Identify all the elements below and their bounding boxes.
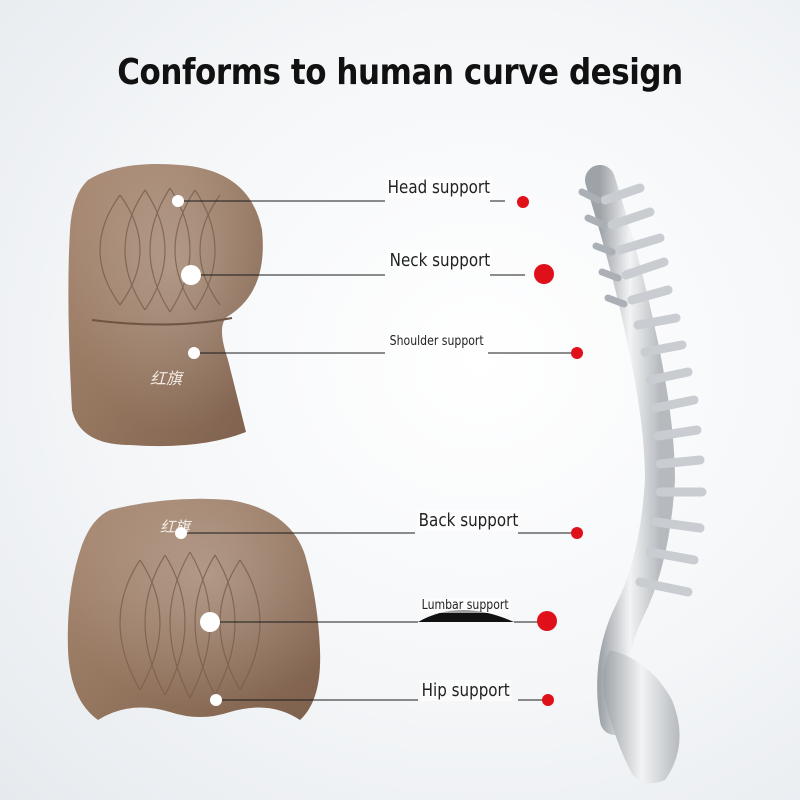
neck-support-label: Neck support	[388, 250, 492, 271]
shoulder-marker	[188, 347, 200, 359]
lumbar-red-dot	[537, 611, 557, 631]
lumbar-marker	[200, 612, 220, 632]
back-marker	[175, 527, 187, 539]
shoulder-red-dot	[571, 347, 583, 359]
shoulder-support-label: Shoulder support	[388, 334, 486, 349]
spine-image	[578, 165, 707, 784]
hip-marker	[210, 694, 222, 706]
head-red-dot	[517, 196, 529, 208]
red-markers	[517, 196, 583, 706]
neck-pillow-image: 红旗	[68, 164, 263, 447]
callout-lines	[178, 200, 572, 701]
white-markers	[172, 195, 222, 706]
page-title: Conforms to human curve design	[117, 52, 683, 93]
lumbar-support-label: Lumbar support	[420, 598, 511, 613]
brand-mark-top: 红旗	[150, 369, 185, 388]
hip-support-label: Hip support	[420, 680, 512, 701]
hip-red-dot	[542, 694, 554, 706]
neck-marker	[181, 265, 201, 285]
neck-red-dot	[534, 264, 554, 284]
lumbar-label-shadow	[418, 610, 514, 622]
lumbar-pillow-image: 红旗	[67, 498, 321, 720]
back-support-label: Back support	[417, 510, 520, 531]
head-marker	[172, 195, 184, 207]
head-support-label: Head support	[386, 177, 492, 198]
back-red-dot	[571, 527, 583, 539]
